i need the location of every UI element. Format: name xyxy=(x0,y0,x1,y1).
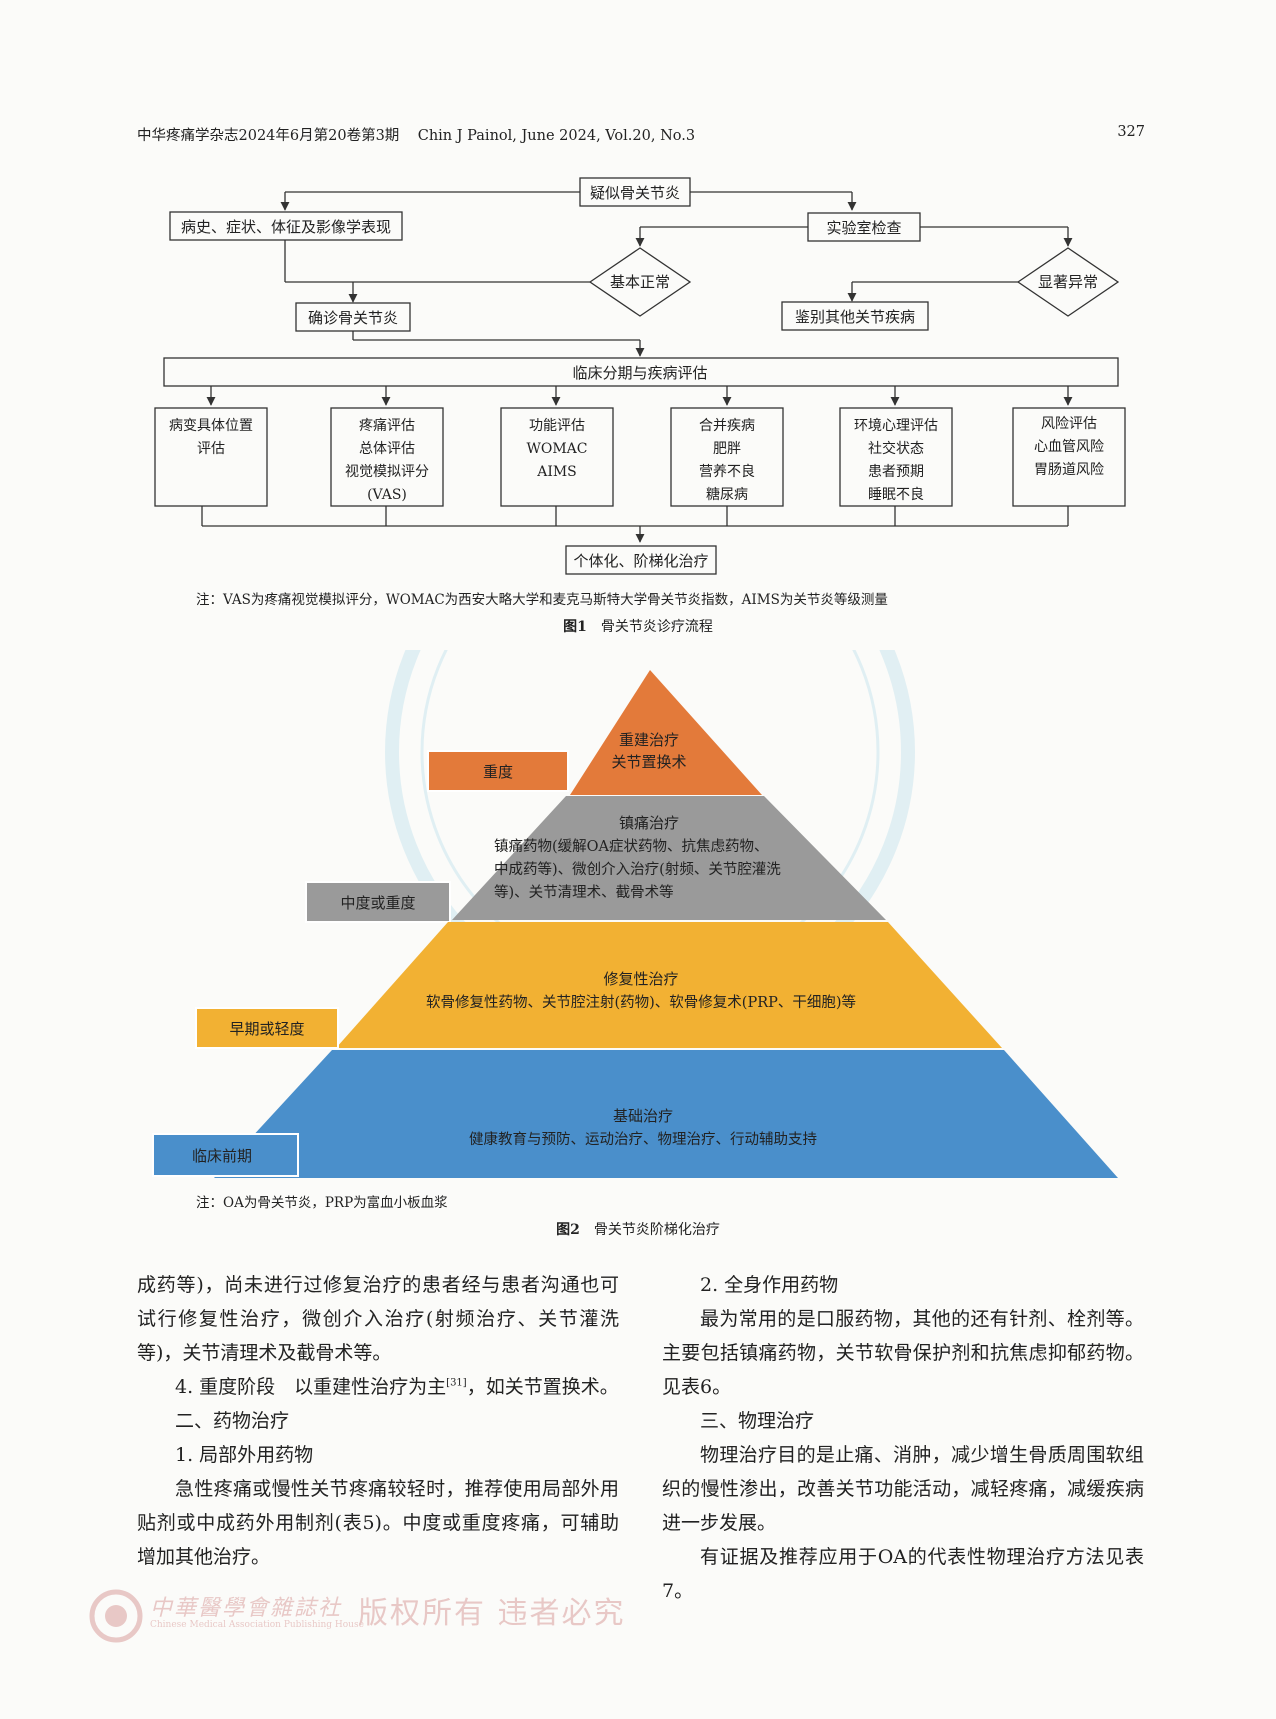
flow-box-text: 糖尿病 xyxy=(706,487,748,503)
flow-box-text: 风险评估 xyxy=(1041,416,1097,432)
flow-box-text: 社交状态 xyxy=(868,440,924,457)
flow-lab-label: 实验室检查 xyxy=(826,219,901,237)
figure2-caption-text: 骨关节炎阶梯化治疗 xyxy=(593,1222,720,1238)
publisher-name-en: Chinese Medical Association Publishing H… xyxy=(150,1620,364,1630)
flow-start-box xyxy=(579,177,691,207)
flow-confirm-box xyxy=(295,302,411,332)
tier-text: 中成药等)、微创介入治疗(射频、关节腔灌洗 xyxy=(494,860,781,878)
flow-box-comorbidity xyxy=(670,407,784,507)
paragraph: 成药等)，尚未进行过修复治疗的患者经与患者沟通也可试行修复性治疗，微创介入治疗(… xyxy=(137,1274,619,1364)
flow-box-pain xyxy=(330,407,444,507)
flow-box-text: 肥胖 xyxy=(713,441,741,457)
tier-repair xyxy=(336,922,1002,1048)
flow-treatment-box xyxy=(565,545,717,575)
flow-staging-label: 临床分期与疾病评估 xyxy=(572,364,707,382)
figure1-flowchart: 疑似骨关节炎 病史、症状、体征及影像学表现 实验室检查 基本正常 显著异常 确诊… xyxy=(154,177,1126,575)
stage-text: 早期或轻度 xyxy=(229,1020,304,1038)
copyright-watermark: 版权所有 违者必究 xyxy=(358,1596,626,1631)
stage-label-preclinical xyxy=(152,1133,299,1177)
figure1-caption: 图1 骨关节炎诊疗流程 xyxy=(0,616,1276,636)
flow-box-text: 睡眠不良 xyxy=(868,487,924,503)
flow-treatment-label: 个体化、阶梯化治疗 xyxy=(573,552,708,570)
running-header: 中华疼痛学杂志2024年6月第20卷第3期 Chin J Painol, Jun… xyxy=(137,124,1145,145)
journal-citation: 中华疼痛学杂志2024年6月第20卷第3期 Chin J Painol, Jun… xyxy=(137,128,696,144)
publisher-logo-icon xyxy=(89,1589,143,1643)
paragraph: 最为常用的是口服药物，其他的还有针剂、栓剂等。主要包括镇痛药物，关节软骨保护剂和… xyxy=(662,1308,1144,1398)
flow-history-box xyxy=(169,211,403,241)
flow-start-label: 疑似骨关节炎 xyxy=(590,184,680,202)
flow-box-psychology xyxy=(839,407,953,507)
figure2-caption-label: 图2 xyxy=(556,1222,580,1238)
tier-title: 重建治疗 xyxy=(619,731,679,749)
tier-analgesia xyxy=(452,796,886,920)
section-heading: 二、药物治疗 xyxy=(175,1410,290,1432)
tier-text: 等)、关节清理术、截骨术等 xyxy=(494,883,674,901)
section-heading: 三、物理治疗 xyxy=(700,1410,815,1432)
tier-text: 镇痛药物(缓解OA症状药物、抗焦虑药物、 xyxy=(494,838,769,855)
flow-box-text: 病变具体位置 xyxy=(169,418,253,434)
body-column-right: 2. 全身作用药物 最为常用的是口服药物，其他的还有针剂、栓剂等。主要包括镇痛药… xyxy=(662,1268,1144,1608)
flow-box-function xyxy=(500,407,614,507)
flow-box-risk xyxy=(1012,407,1126,507)
page-number: 327 xyxy=(1117,124,1145,140)
flow-normal-diamond xyxy=(588,247,692,317)
stage-label-early-mild xyxy=(195,1007,339,1049)
publisher-name-zh: 中華醫學會雜誌社 xyxy=(150,1596,343,1621)
flow-box-text: 总体评估 xyxy=(359,441,415,457)
figure2-caption: 图2 骨关节炎阶梯化治疗 xyxy=(0,1219,1276,1239)
figure1-caption-text: 骨关节炎诊疗流程 xyxy=(600,619,713,635)
paragraph: 急性疼痛或慢性关节疼痛较轻时，推荐使用局部外用贴剂或中成药外用制剂(表5)。中度… xyxy=(137,1478,619,1568)
figure2-note: 注：OA为骨关节炎，PRP为富血小板血浆 xyxy=(196,1195,448,1211)
flow-box-text: 视觉模拟评分 xyxy=(345,464,429,480)
flow-staging-box xyxy=(163,357,1119,387)
tier-reconstruction xyxy=(570,670,762,795)
flow-box-text: WOMAC xyxy=(526,441,587,457)
paragraph: 4. 重度阶段 以重建性治疗为主[31]，如关节置换术。 xyxy=(175,1376,619,1398)
flow-normal-label: 基本正常 xyxy=(610,273,670,291)
stage-text: 重度 xyxy=(483,763,513,781)
subsection-heading: 1. 局部外用药物 xyxy=(175,1444,314,1466)
tier-title: 镇痛治疗 xyxy=(619,814,679,832)
flow-box-text: 功能评估 xyxy=(529,418,585,434)
tier-title: 修复性治疗 xyxy=(603,970,678,988)
flow-box-text: 患者预期 xyxy=(868,464,924,480)
flow-box-text: 环境心理评估 xyxy=(854,418,938,434)
flow-box-text: 营养不良 xyxy=(699,464,755,480)
paragraph: 物理治疗目的是止痛、消肿，减少增生骨质周围软组织的慢性渗出，改善关节功能活动，减… xyxy=(662,1444,1144,1534)
stage-text: 中度或重度 xyxy=(340,894,415,912)
body-column-left: 成药等)，尚未进行过修复治疗的患者经与患者沟通也可试行修复性治疗，微创介入治疗(… xyxy=(137,1268,619,1574)
flow-box-text: (VAS) xyxy=(367,487,407,503)
tier-text: 健康教育与预防、运动治疗、物理治疗、行动辅助支持 xyxy=(469,1131,817,1148)
flow-box-text: 心血管风险 xyxy=(1034,439,1104,455)
flow-box-text: 评估 xyxy=(197,441,225,457)
flow-differential-label: 鉴别其他关节疾病 xyxy=(795,308,915,326)
stage-label-severe xyxy=(427,750,569,792)
flow-lab-box xyxy=(807,212,921,242)
flow-box-text: 疼痛评估 xyxy=(359,417,415,434)
publisher-watermark: 中華醫學會雜誌社 Chinese Medical Association Pub… xyxy=(88,1588,624,1648)
flow-abnormal-diamond xyxy=(1016,247,1120,317)
citation: [31] xyxy=(446,1377,467,1389)
flow-abnormal-label: 显著异常 xyxy=(1038,273,1098,291)
figure2-pyramid: 重度 中度或重度 早期或轻度 临床前期 重建治疗 关节置换术 镇痛治疗 镇痛药物… xyxy=(152,650,1118,1178)
flow-confirm-label: 确诊骨关节炎 xyxy=(308,309,398,327)
flow-box-text: AIMS xyxy=(536,464,577,480)
figure1-caption-label: 图1 xyxy=(563,619,587,635)
tier-text: 软骨修复性药物、关节腔注射(药物)、软骨修复术(PRP、干细胞)等 xyxy=(426,993,856,1011)
tier-title: 基础治疗 xyxy=(613,1107,673,1125)
flow-box-location xyxy=(154,407,268,507)
figure1-note: 注：VAS为疼痛视觉模拟评分，WOMAC为西安大略大学和麦克马斯特大学骨关节炎指… xyxy=(196,592,888,608)
subsection-heading: 2. 全身作用药物 xyxy=(700,1274,839,1296)
flow-box-text: 合并疾病 xyxy=(699,418,755,434)
tier-basic xyxy=(214,1050,1118,1178)
flow-differential-box xyxy=(781,301,929,331)
stage-text: 临床前期 xyxy=(192,1147,252,1165)
paragraph: 有证据及推荐应用于OA的代表性物理治疗方法见表7。 xyxy=(662,1546,1144,1602)
flow-history-label: 病史、症状、体征及影像学表现 xyxy=(181,218,391,236)
tier-text: 关节置换术 xyxy=(611,753,686,771)
stage-label-moderate-severe xyxy=(305,881,451,923)
flow-box-text: 胃肠道风险 xyxy=(1034,462,1104,478)
